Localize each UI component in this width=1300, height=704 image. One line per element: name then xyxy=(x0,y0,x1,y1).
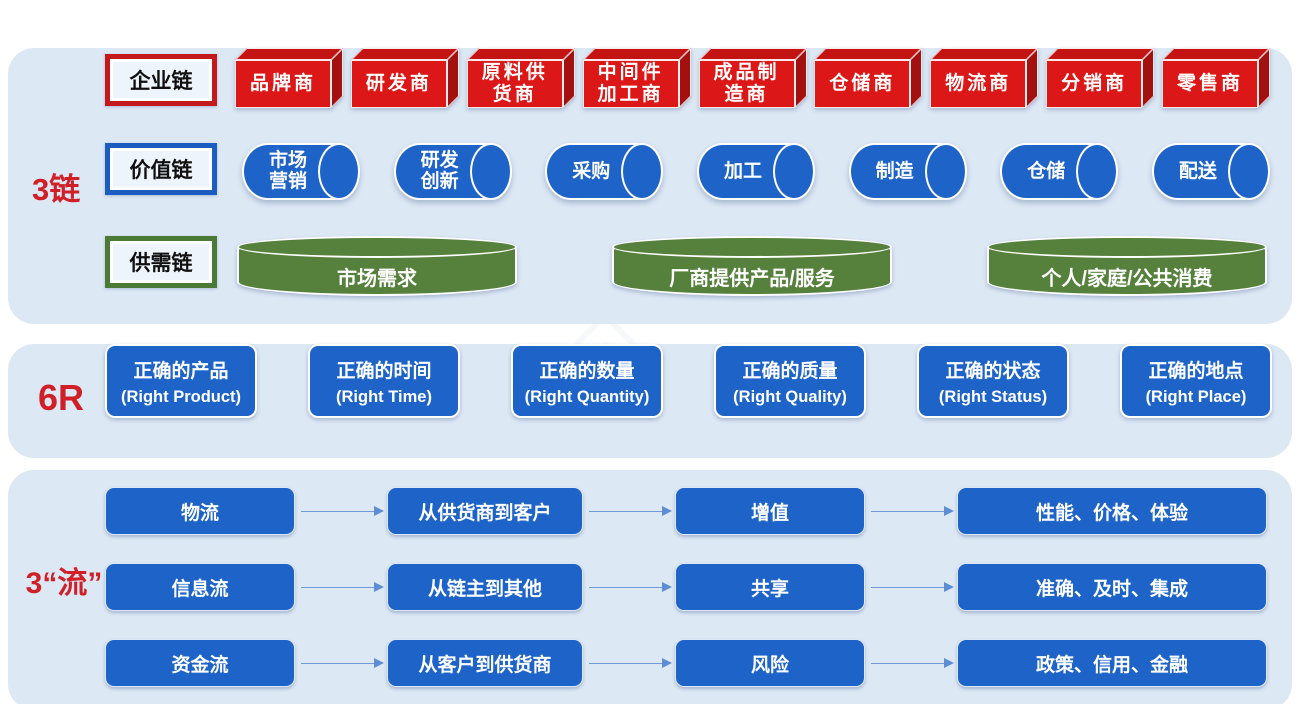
flow-cell[interactable]: 政策、信用、金融 xyxy=(957,639,1267,687)
box-top-face xyxy=(466,48,575,60)
tank-top-ellipse xyxy=(237,236,517,258)
flow-arrow-icon xyxy=(865,487,957,535)
box-top-face xyxy=(930,48,1039,60)
flow-cell[interactable]: 从链主到其他 xyxy=(387,563,583,611)
section-label-6r: 6R xyxy=(38,377,85,418)
box-side-face xyxy=(794,48,807,108)
supply-node-consumption[interactable]: 个人/家庭/公共消费 xyxy=(987,236,1267,296)
box-side-face xyxy=(678,48,691,108)
flow-cell[interactable]: 共享 xyxy=(675,563,865,611)
box-top-face xyxy=(235,48,343,60)
six-r-right-quantity[interactable]: 正确的数量(Right Quantity) xyxy=(511,344,663,418)
value-node-warehousing[interactable]: 仓储 xyxy=(1000,143,1119,200)
flow-arrow-icon xyxy=(583,639,675,687)
flow-cell[interactable]: 准确、及时、集成 xyxy=(957,563,1267,611)
six-r-right-status[interactable]: 正确的状态(Right Status) xyxy=(917,344,1069,418)
flow-cell[interactable]: 信息流 xyxy=(105,563,295,611)
flow-arrow-icon xyxy=(295,487,387,535)
supply-demand-chain-items: 市场需求 厂商提供产品/服务 个人/家庭/公共消费 xyxy=(237,236,1267,296)
box-side-face xyxy=(1142,48,1155,108)
flow-cell[interactable]: 物流 xyxy=(105,487,295,535)
flow-cell[interactable]: 增值 xyxy=(675,487,865,535)
cylinder-end-cap xyxy=(318,143,360,200)
box-side-face xyxy=(1026,48,1039,108)
box-side-face xyxy=(910,48,923,108)
box-top-face xyxy=(698,48,807,60)
cylinder-end-cap xyxy=(772,143,815,200)
flow-arrow-icon xyxy=(865,563,957,611)
cylinder-end-cap xyxy=(1076,143,1119,200)
section-6r: 6R 正确的产品(Right Product) 正确的时间(Right Time… xyxy=(8,344,1292,458)
supply-demand-chain-key[interactable]: 供需链 xyxy=(105,236,217,288)
enterprise-node-brand[interactable]: 品牌商 xyxy=(235,48,343,108)
section-label-3-flows: 3“流” xyxy=(25,567,103,600)
value-node-innovation[interactable]: 研发 创新 xyxy=(393,143,512,200)
enterprise-node-logistics[interactable]: 物流商 xyxy=(930,48,1039,108)
six-r-right-quality[interactable]: 正确的质量(Right Quality) xyxy=(714,344,866,418)
flow-cell[interactable]: 风险 xyxy=(675,639,865,687)
value-node-delivery[interactable]: 配送 xyxy=(1151,143,1270,200)
cylinder-end-cap xyxy=(1227,143,1270,200)
six-r-items: 正确的产品(Right Product) 正确的时间(Right Time) 正… xyxy=(105,344,1272,418)
cylinder-end-cap xyxy=(924,143,967,200)
tank-top-ellipse xyxy=(612,236,892,258)
flow-arrow-icon xyxy=(295,563,387,611)
enterprise-chain-row: 企业链 品牌商 研发商 原料供 货商 中间件 加工商 成品制 造商 仓储商 物流… xyxy=(105,48,1270,108)
enterprise-node-rnd[interactable]: 研发商 xyxy=(350,48,459,108)
cylinder-end-cap xyxy=(621,143,664,200)
section-three-flows: 3“流” 物流 从供货商到客户 增值 性能、价格、体验 信息流 从链主到其他 共… xyxy=(8,470,1292,704)
six-r-right-product[interactable]: 正确的产品(Right Product) xyxy=(105,344,257,418)
box-side-face xyxy=(562,48,575,108)
flow-arrow-icon xyxy=(583,563,675,611)
value-chain-key[interactable]: 价值链 xyxy=(105,143,217,195)
value-node-processing[interactable]: 加工 xyxy=(696,143,815,200)
six-r-right-place[interactable]: 正确的地点(Right Place) xyxy=(1120,344,1272,418)
flow-arrow-icon xyxy=(865,639,957,687)
enterprise-node-manufacturer[interactable]: 成品制 造商 xyxy=(698,48,807,108)
enterprise-chain-key[interactable]: 企业链 xyxy=(105,54,217,106)
enterprise-node-raw-material[interactable]: 原料供 货商 xyxy=(466,48,575,108)
value-node-procurement[interactable]: 采购 xyxy=(545,143,664,200)
value-node-marketing[interactable]: 市场 营销 xyxy=(242,143,360,200)
box-top-face xyxy=(1046,48,1155,60)
flow-row-information: 信息流 从链主到其他 共享 准确、及时、集成 xyxy=(105,563,1267,611)
value-chain-row: 价值链 市场 营销 研发 创新 采购 加工 制造 仓储 配送 xyxy=(105,143,1270,200)
box-side-face xyxy=(1258,48,1270,108)
enterprise-node-distributor[interactable]: 分销商 xyxy=(1046,48,1155,108)
value-node-manufacturing[interactable]: 制造 xyxy=(848,143,967,200)
box-side-face xyxy=(331,48,343,108)
enterprise-node-intermediate[interactable]: 中间件 加工商 xyxy=(582,48,691,108)
flow-arrow-icon xyxy=(295,639,387,687)
flow-cell[interactable]: 从客户到供货商 xyxy=(387,639,583,687)
tank-top-ellipse xyxy=(987,236,1267,258)
six-r-right-time[interactable]: 正确的时间(Right Time) xyxy=(308,344,460,418)
enterprise-chain-items: 品牌商 研发商 原料供 货商 中间件 加工商 成品制 造商 仓储商 物流商 分销… xyxy=(235,48,1270,108)
flow-row-logistics: 物流 从供货商到客户 增值 性能、价格、体验 xyxy=(105,487,1267,535)
section-three-chains: 3链 企业链 品牌商 研发商 原料供 货商 中间件 加工商 成品制 造商 仓储商… xyxy=(8,48,1292,324)
box-top-face xyxy=(1162,48,1270,60)
cylinder-end-cap xyxy=(469,143,512,200)
box-top-face xyxy=(814,48,923,60)
flows-rows: 物流 从供货商到客户 增值 性能、价格、体验 信息流 从链主到其他 共享 准确、… xyxy=(8,470,1292,687)
section-label-3-chains: 3链 xyxy=(32,172,81,207)
box-top-face xyxy=(582,48,691,60)
supply-demand-chain-row: 供需链 市场需求 厂商提供产品/服务 个人/家庭/公共消费 xyxy=(105,236,1270,296)
enterprise-node-retailer[interactable]: 零售商 xyxy=(1162,48,1270,108)
flow-cell[interactable]: 性能、价格、体验 xyxy=(957,487,1267,535)
supply-node-market-demand[interactable]: 市场需求 xyxy=(237,236,517,296)
flow-cell[interactable]: 从供货商到客户 xyxy=(387,487,583,535)
supply-node-products-services[interactable]: 厂商提供产品/服务 xyxy=(612,236,892,296)
enterprise-node-warehousing[interactable]: 仓储商 xyxy=(814,48,923,108)
flow-row-capital: 资金流 从客户到供货商 风险 政策、信用、金融 xyxy=(105,639,1267,687)
flow-cell[interactable]: 资金流 xyxy=(105,639,295,687)
value-chain-items: 市场 营销 研发 创新 采购 加工 制造 仓储 配送 xyxy=(242,143,1270,200)
flow-arrow-icon xyxy=(583,487,675,535)
box-side-face xyxy=(446,48,459,108)
box-top-face xyxy=(350,48,459,60)
